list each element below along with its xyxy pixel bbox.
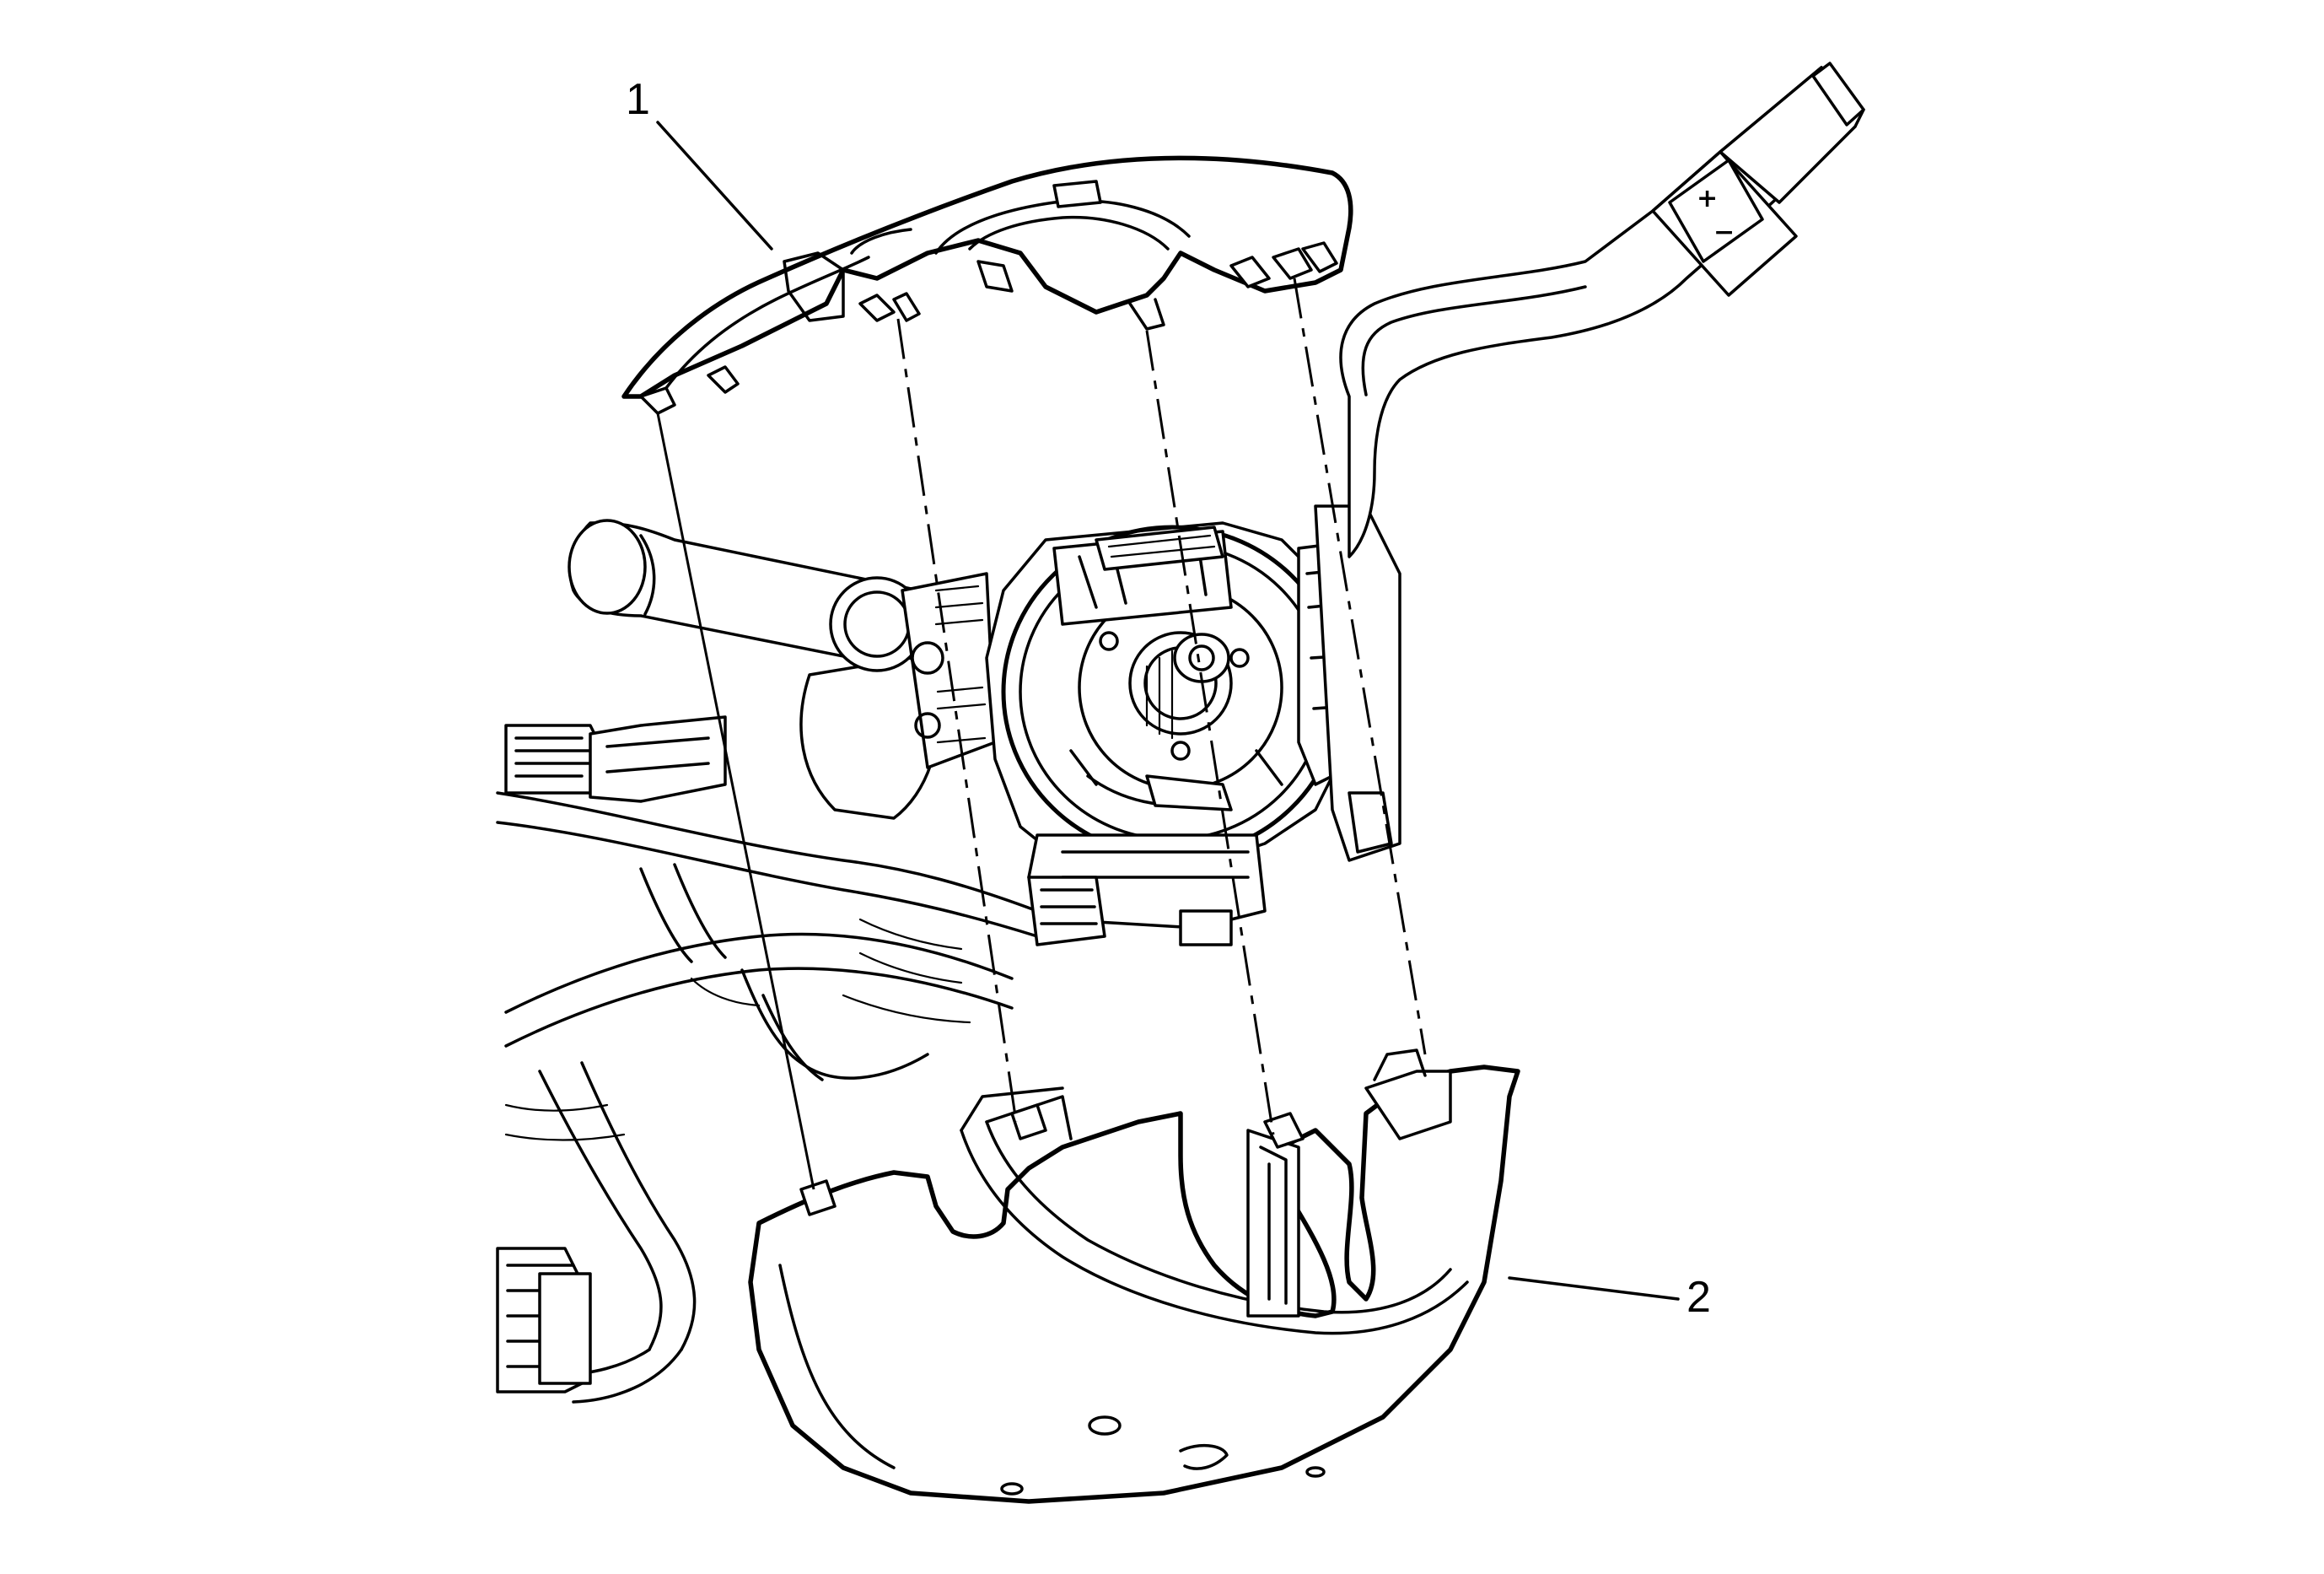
connector-upper-left — [504, 715, 727, 803]
callout-2: 2 — [1508, 1273, 1711, 1322]
wiper-switch-plus-marking: + — [1697, 184, 1718, 213]
lower-steering-column-cover — [748, 1048, 1520, 1504]
clock-spring-assembly — [985, 521, 1351, 946]
callout-label-1: 1 — [626, 75, 650, 124]
callout-1: 1 — [626, 75, 773, 251]
callout-label-2: 2 — [1687, 1273, 1711, 1322]
alignment-guides — [656, 278, 1427, 1190]
wiper-switch-minus-marking: − — [1713, 218, 1735, 247]
wiring-harness — [496, 791, 1039, 1404]
upper-steering-column-cover — [621, 155, 1353, 415]
wiper-lever: + − — [1339, 62, 1865, 558]
connector-lower-left — [496, 1247, 592, 1393]
